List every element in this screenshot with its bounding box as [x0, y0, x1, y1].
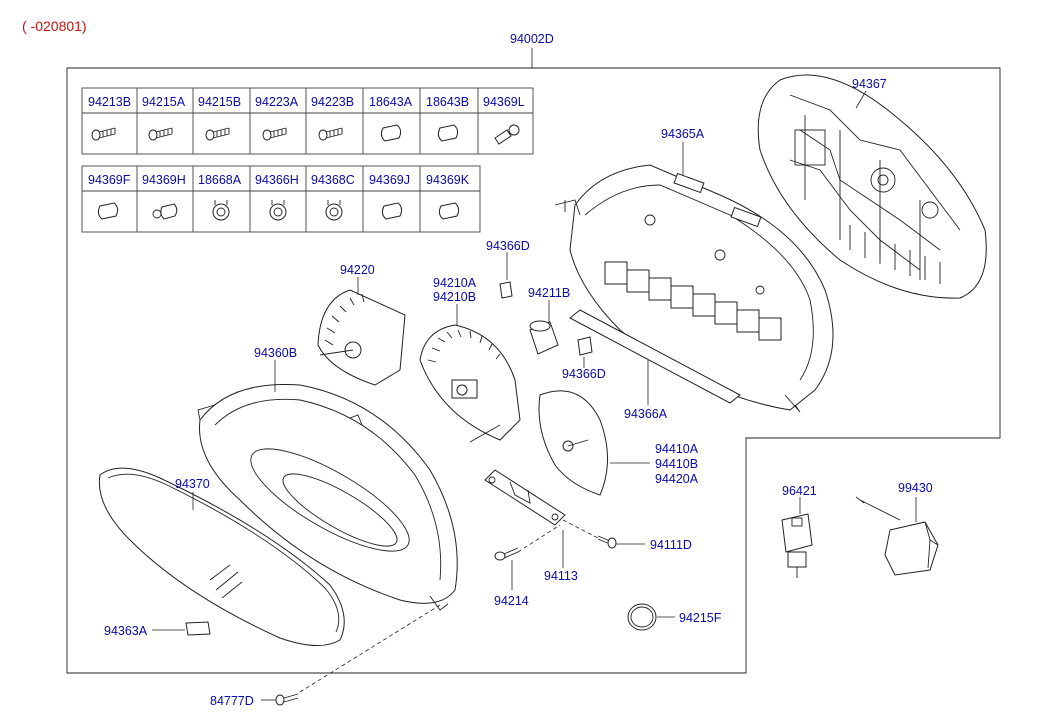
callout-94367[interactable]: 94367 [852, 77, 887, 91]
tachometer-gauge [317, 289, 406, 386]
callout-94211B[interactable]: 94211B [528, 286, 570, 300]
pad [185, 621, 211, 636]
callout-94410B[interactable]: 94410B [655, 457, 698, 471]
screw-icon [275, 693, 299, 706]
hardware-table: 94213B 94215A 94215B 94223A 94223B 18643… [81, 87, 534, 233]
bulb-socket-icon [494, 124, 520, 145]
table-cell-94215B[interactable]: 94215B [198, 95, 241, 109]
callout-84777D[interactable]: 84777D [210, 694, 254, 708]
clip-top [499, 281, 513, 299]
sensor-unit [781, 513, 813, 578]
callout-94370[interactable]: 94370 [175, 477, 210, 491]
screw-icon [318, 127, 343, 141]
bulb-icon [437, 124, 459, 142]
cylinder-bulb [529, 320, 559, 355]
screw-icon [494, 547, 519, 561]
callout-94210B[interactable]: 94210B [433, 290, 476, 304]
callout-96421[interactable]: 96421 [782, 484, 817, 498]
table-cell-94369H[interactable]: 94369H [142, 173, 186, 187]
meter-housing [197, 383, 458, 611]
callout-94360B[interactable]: 94360B [254, 346, 297, 360]
table-cell-94223A[interactable]: 94223A [255, 95, 299, 109]
screw-icon [262, 127, 287, 141]
callout-94113[interactable]: 94113 [544, 569, 578, 583]
meter-glass [98, 467, 345, 646]
callout-94111D[interactable]: 94111D [650, 538, 692, 552]
bulb-icon [438, 202, 460, 220]
screw-icon [205, 127, 230, 141]
buzzer-unit [855, 496, 939, 576]
table-cell-18668A[interactable]: 18668A [198, 173, 242, 187]
callout-94366A[interactable]: 94366A [624, 407, 668, 421]
clip-bottom [577, 336, 593, 356]
bulb-icon [97, 202, 119, 220]
speedometer-gauge [419, 324, 521, 443]
fuel-temp-gauge [538, 390, 608, 496]
meter-case [554, 164, 834, 413]
table-cell-94369L[interactable]: 94369L [483, 95, 525, 109]
case-window-row [604, 261, 782, 341]
table-cell-94368C[interactable]: 94368C [311, 173, 355, 187]
screw-icon [91, 127, 116, 141]
table-cell-94366H[interactable]: 94366H [255, 173, 299, 187]
gasket-ring [627, 603, 657, 631]
bulb-socket-icon [325, 200, 343, 221]
callout-94363A[interactable]: 94363A [104, 624, 148, 638]
table-cell-94369K[interactable]: 94369K [426, 173, 470, 187]
callout-94410A[interactable]: 94410A [655, 442, 699, 456]
table-cell-18643B[interactable]: 18643B [426, 95, 469, 109]
bulb-icon [380, 124, 402, 142]
bulb-socket-icon [269, 200, 287, 221]
printed-circuit-board [757, 74, 987, 299]
table-cell-18643A[interactable]: 18643A [369, 95, 413, 109]
table-cell-94369J[interactable]: 94369J [369, 173, 410, 187]
callout-94220[interactable]: 94220 [340, 263, 375, 277]
callout-99430[interactable]: 99430 [898, 481, 933, 495]
callout-94365A[interactable]: 94365A [661, 127, 705, 141]
callout-94420A[interactable]: 94420A [655, 472, 699, 486]
bracket [484, 469, 566, 526]
assembly-outline [66, 67, 1001, 674]
light-guide [569, 309, 741, 404]
table-cell-94215A[interactable]: 94215A [142, 95, 186, 109]
table-cell-94223B[interactable]: 94223B [311, 95, 354, 109]
assembly-label[interactable]: 94002D [510, 32, 554, 46]
table-cell-94369F[interactable]: 94369F [88, 173, 131, 187]
screw-icon [148, 127, 173, 141]
bulb-icon [152, 203, 178, 220]
date-range-label: ( -020801) [22, 18, 87, 34]
screw-icon [597, 535, 617, 549]
callout-94215F[interactable]: 94215F [679, 611, 722, 625]
table-cell-94213B[interactable]: 94213B [88, 95, 131, 109]
bulb-icon [381, 202, 403, 220]
callout-94366D-top[interactable]: 94366D [486, 239, 530, 253]
bulb-socket-icon [212, 200, 230, 221]
callout-94214[interactable]: 94214 [494, 594, 529, 608]
callout-94210A[interactable]: 94210A [433, 276, 477, 290]
callout-94366D-bottom[interactable]: 94366D [562, 367, 606, 381]
